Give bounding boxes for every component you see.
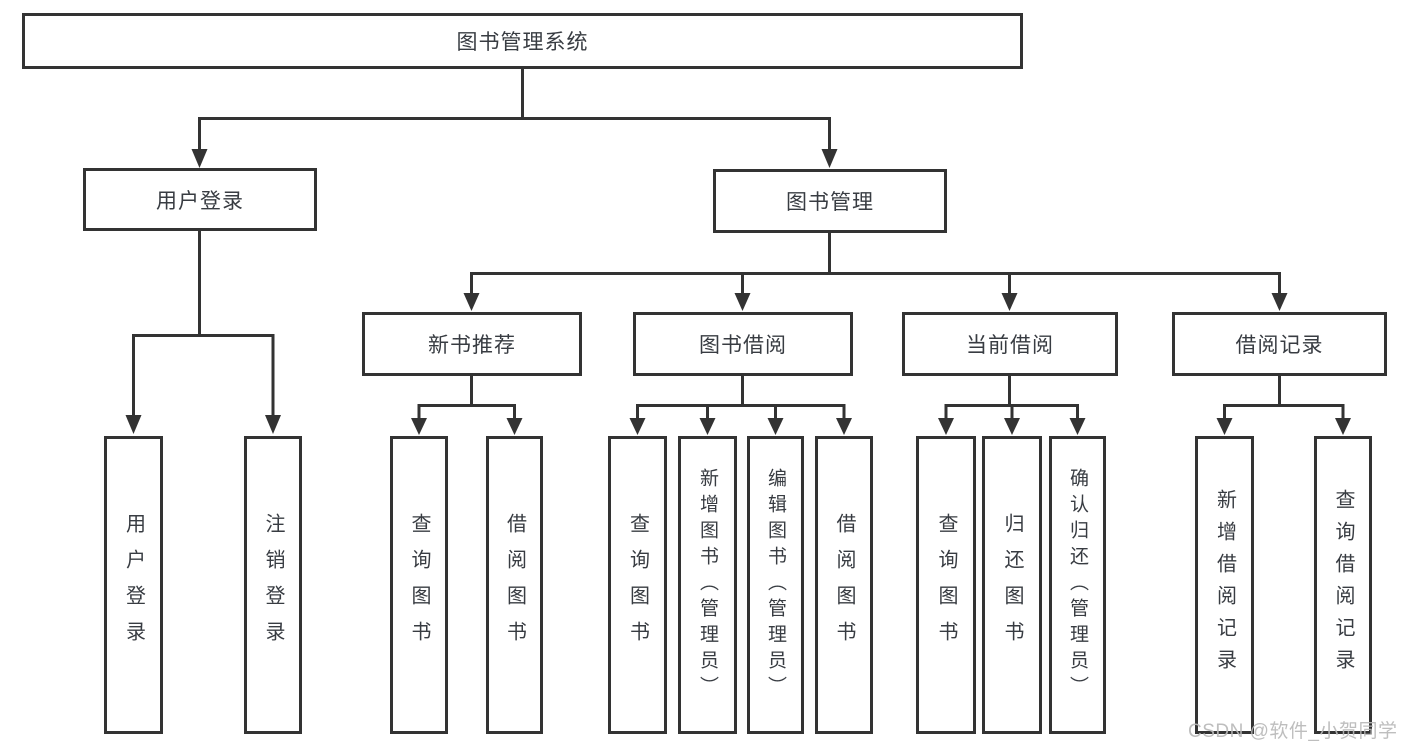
node-leaf-borrow-books-recommend: 借阅图书 (486, 436, 543, 734)
csdn-watermark: CSDN @软件_小贺同学 (1188, 721, 1398, 742)
node-label: 用户登录 (122, 513, 145, 657)
node-label: 新书推荐 (428, 334, 516, 357)
node-label: 查询图书 (626, 513, 649, 657)
node-user-login: 用户登录 (83, 168, 317, 231)
node-label: 查询图书 (408, 513, 430, 657)
node-label: 查询借阅记录 (1332, 489, 1354, 681)
node-label: 图书管理 (786, 191, 874, 214)
node-leaf-query-books-current: 查询图书 (916, 436, 976, 734)
node-leaf-query-books-borrow: 查询图书 (608, 436, 667, 734)
node-leaf-query-borrow-record: 查询借阅记录 (1314, 436, 1372, 734)
node-label: 用户登录 (156, 189, 244, 213)
connector-lines (132, 69, 1345, 419)
arrowhead-icons (125, 149, 1351, 435)
node-label: 新增借阅记录 (1213, 489, 1236, 681)
node-leaf-borrow-books-2: 借阅图书 (815, 436, 873, 734)
node-leaf-add-book-admin: 新增图书（管理员） (678, 436, 737, 734)
node-label: 归还图书 (1001, 513, 1023, 657)
node-current-borrowing: 当前借阅 (902, 312, 1118, 376)
node-label: 当前借阅 (966, 334, 1054, 357)
node-leaf-query-books-recommend: 查询图书 (390, 436, 448, 734)
node-library-management-system: 图书管理系统 (22, 13, 1023, 69)
node-label: 图书借阅 (699, 334, 787, 357)
node-label: 新增图书（管理员） (697, 468, 718, 702)
node-book-borrowing: 图书借阅 (633, 312, 853, 376)
node-leaf-confirm-return-admin: 确认归还（管理员） (1049, 436, 1106, 734)
node-book-management: 图书管理 (713, 169, 947, 233)
node-label: 确认归还（管理员） (1067, 468, 1088, 702)
node-new-book-recommendation: 新书推荐 (362, 312, 582, 376)
node-leaf-logout: 注销登录 (244, 436, 302, 734)
node-label: 编辑图书（管理员） (765, 468, 786, 702)
node-label: 借阅图书 (503, 513, 526, 657)
node-leaf-return-books: 归还图书 (982, 436, 1042, 734)
node-leaf-edit-book-admin: 编辑图书（管理员） (747, 436, 804, 734)
node-borrowing-records: 借阅记录 (1172, 312, 1387, 376)
node-label: 图书管理系统 (456, 31, 589, 54)
node-leaf-add-borrow-record: 新增借阅记录 (1195, 436, 1254, 734)
node-label: 借阅记录 (1235, 334, 1324, 357)
node-label: 借阅图书 (833, 513, 855, 657)
node-leaf-user-login: 用户登录 (104, 436, 163, 734)
node-label: 查询图书 (935, 513, 957, 657)
node-label: 注销登录 (262, 513, 284, 657)
